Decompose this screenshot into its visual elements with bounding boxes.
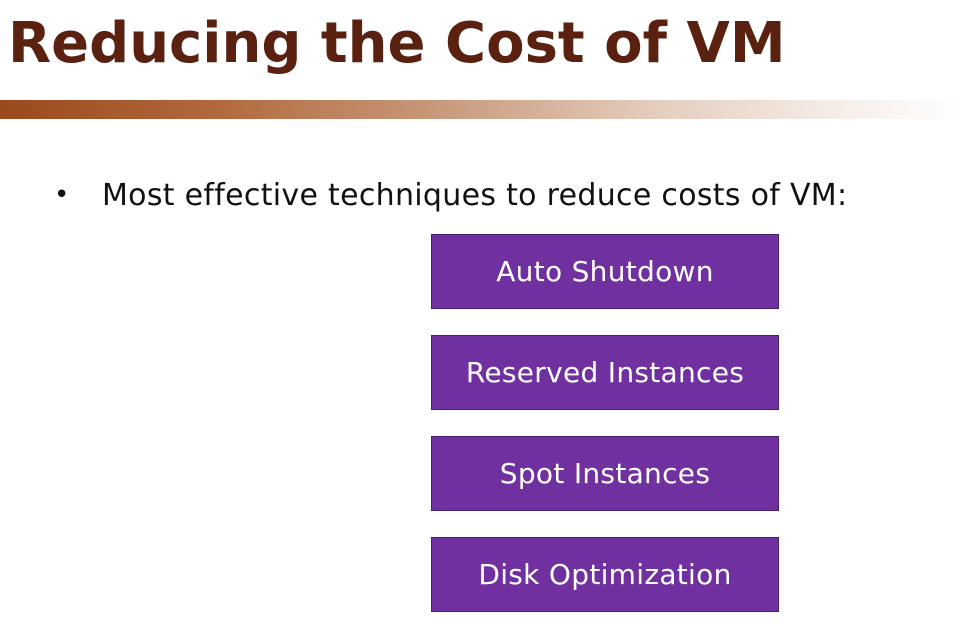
technique-label: Auto Shutdown [496,255,714,288]
slide-title: Reducing the Cost of VM [8,11,786,76]
technique-label: Disk Optimization [478,558,732,591]
bullet-item: • Most effective techniques to reduce co… [54,170,847,220]
title-accent-bar [0,100,963,119]
technique-box-auto-shutdown: Auto Shutdown [431,234,779,309]
technique-label: Spot Instances [499,457,711,490]
technique-box-reserved-instances: Reserved Instances [431,335,779,410]
bullet-icon: • [54,180,70,210]
technique-label: Reserved Instances [465,356,745,389]
bullet-text: Most effective techniques to reduce cost… [102,177,848,213]
technique-box-disk-optimization: Disk Optimization [431,537,779,612]
technique-box-spot-instances: Spot Instances [431,436,779,511]
